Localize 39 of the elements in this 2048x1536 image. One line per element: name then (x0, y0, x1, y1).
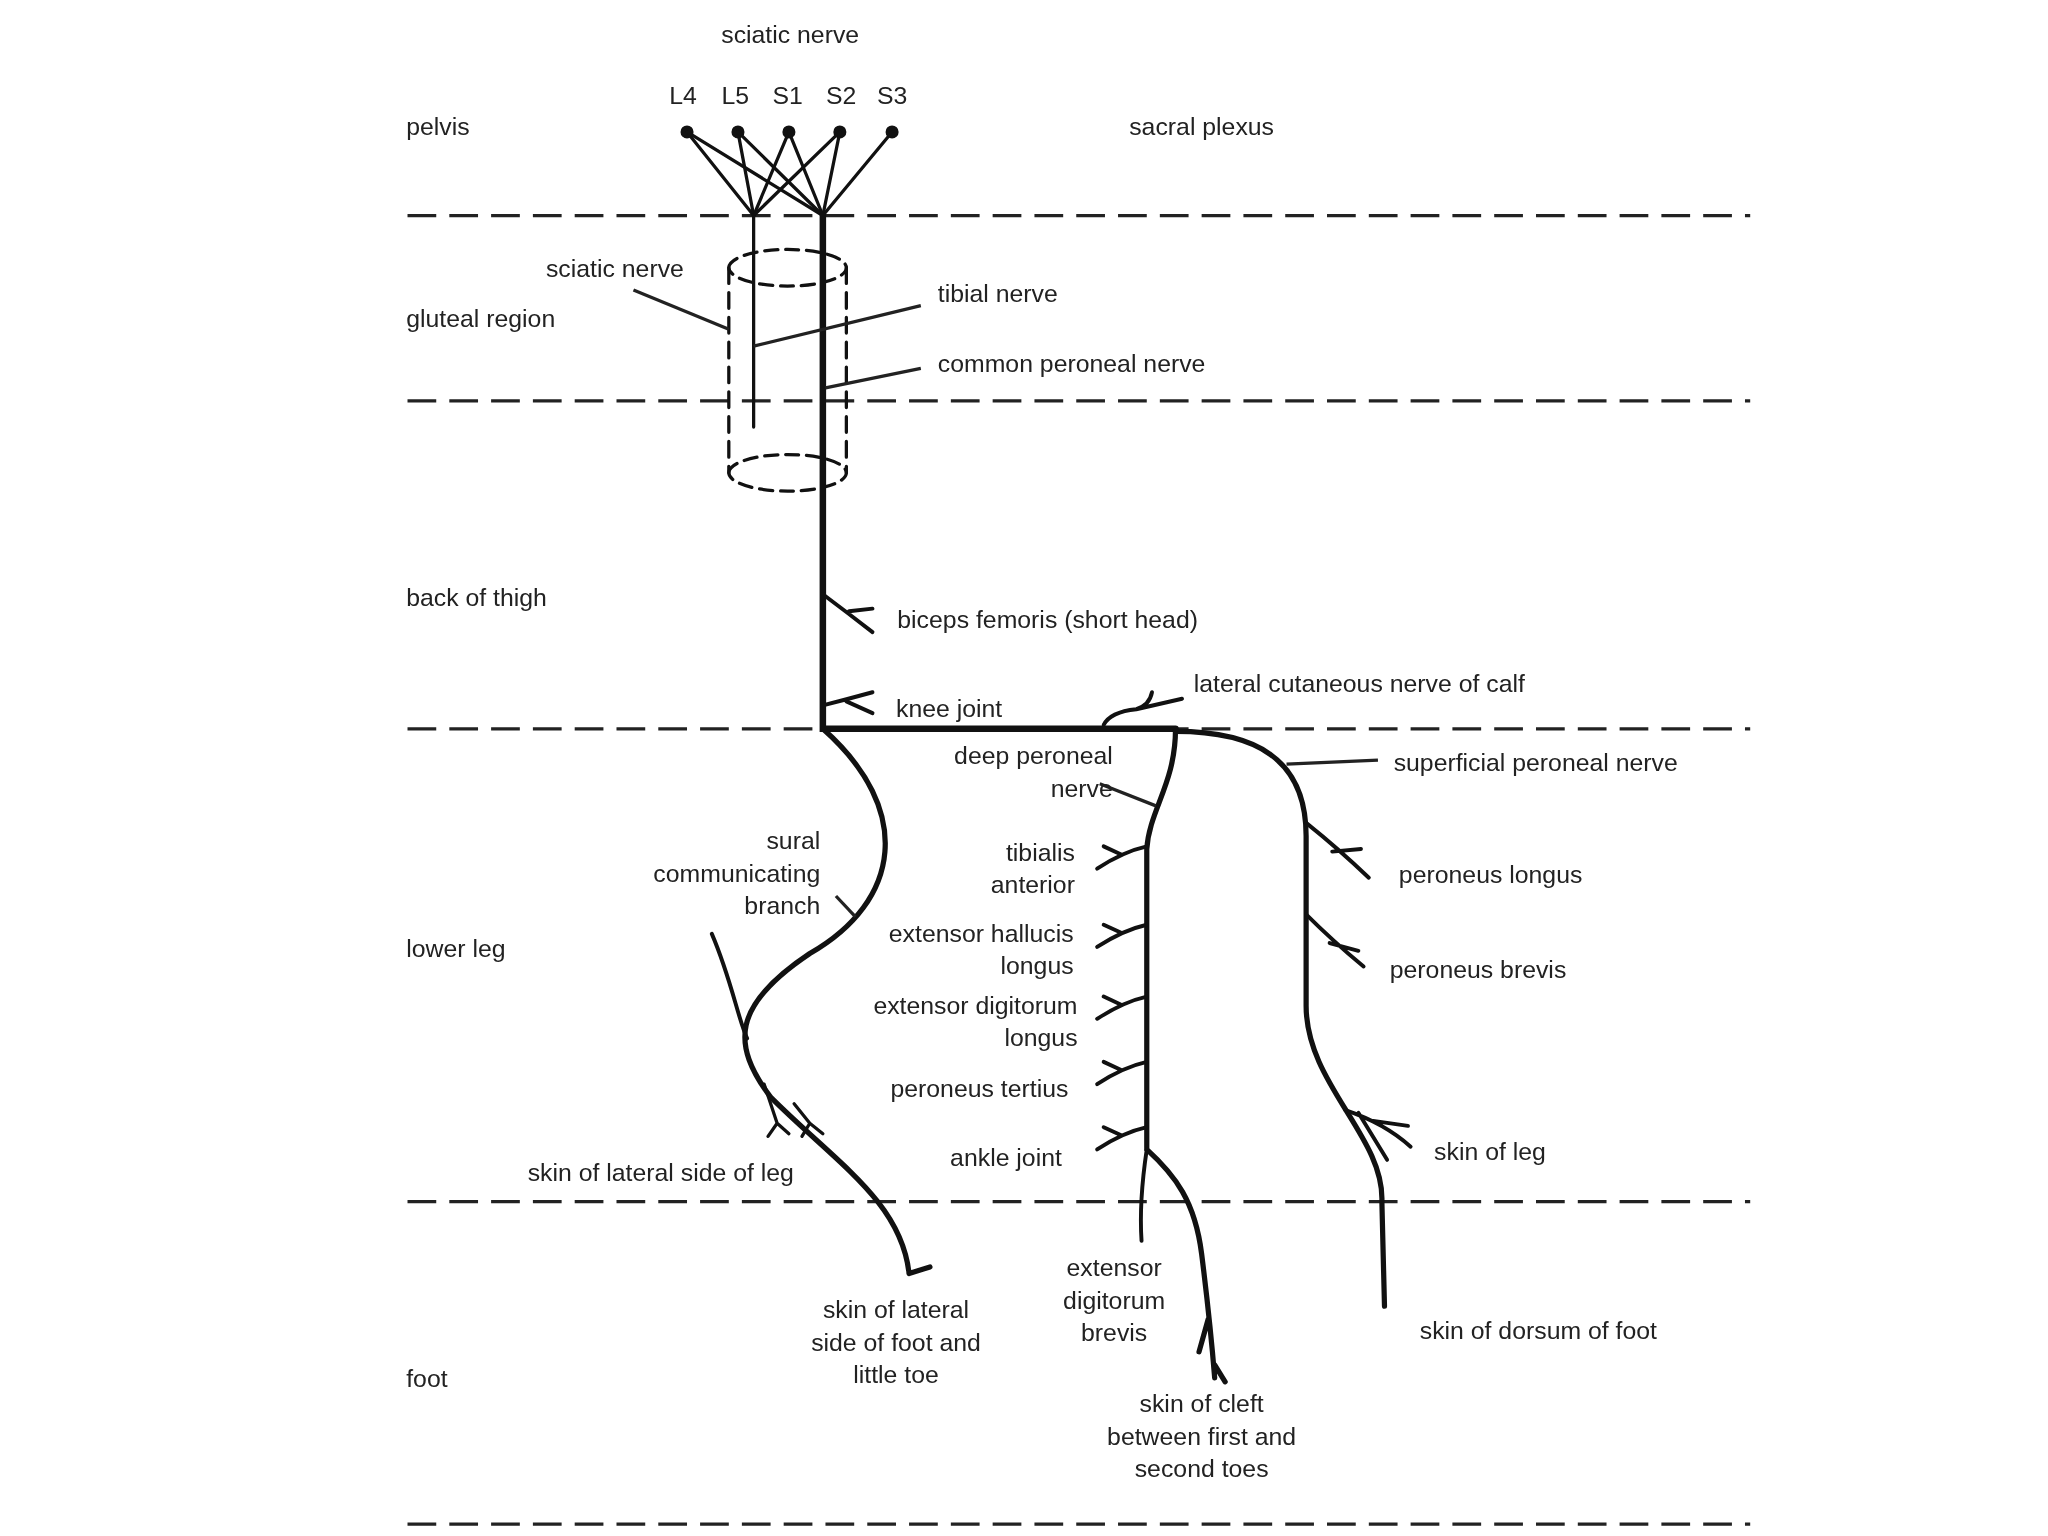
leader-line (834, 894, 857, 918)
region-label: gluteal region (406, 303, 557, 334)
root-label: L5 (720, 81, 751, 112)
branch-label: skin of cleft between first and second toes (1106, 1388, 1298, 1485)
leader-line (632, 288, 730, 331)
branch-label: peroneus longus (1398, 859, 1584, 891)
region-label: lower leg (406, 934, 507, 965)
branch-label: sacral plexus (1128, 111, 1276, 142)
nerve-label: superficial peroneal nerve (1393, 745, 1760, 779)
branch-label: extensor digitorum brevis (1062, 1252, 1167, 1349)
branch-label: ankle joint (949, 1143, 1062, 1174)
branch-label: skin of dorsum of foot (1419, 1315, 1658, 1346)
region-label: foot (406, 1363, 449, 1395)
branch-label: peroneus brevis (1389, 955, 1568, 986)
leader-line (1099, 782, 1157, 808)
root-label: S3 (875, 81, 909, 112)
branch-label: extensor digitorum longus (872, 990, 1078, 1054)
leader-line (1286, 758, 1379, 766)
branch-label: skin of lateral side of leg (527, 1157, 795, 1188)
root-label: S2 (824, 81, 858, 112)
nerve-label: tibial nerve (937, 276, 1121, 310)
nerve-label: sural communicating branch (611, 824, 821, 923)
nerve-label: common peroneal nerve (937, 347, 1278, 381)
nerve-label: sciatic nerve (545, 252, 729, 285)
branch-label: knee joint (896, 693, 1004, 725)
branch-label: peroneus tertius (889, 1073, 1069, 1105)
nerve-label: deep peroneal nerve (943, 739, 1113, 805)
branch-label: lateral cutaneous nerve of calf (1193, 669, 1526, 700)
branch-label: tibialis anterior (989, 837, 1075, 901)
leader-line (753, 304, 922, 348)
title: sciatic nerve (720, 19, 861, 51)
branch-label: skin of leg (1434, 1136, 1547, 1168)
leader-line (825, 366, 922, 390)
root-label: L4 (668, 81, 698, 112)
region-label: pelvis (406, 111, 471, 142)
branch-label: biceps femoris (short head) (897, 605, 1199, 636)
region-label: back of thigh (406, 582, 548, 614)
root-label: S1 (771, 81, 804, 112)
branch-label: skin of lateral side of foot and little toe (810, 1294, 982, 1391)
